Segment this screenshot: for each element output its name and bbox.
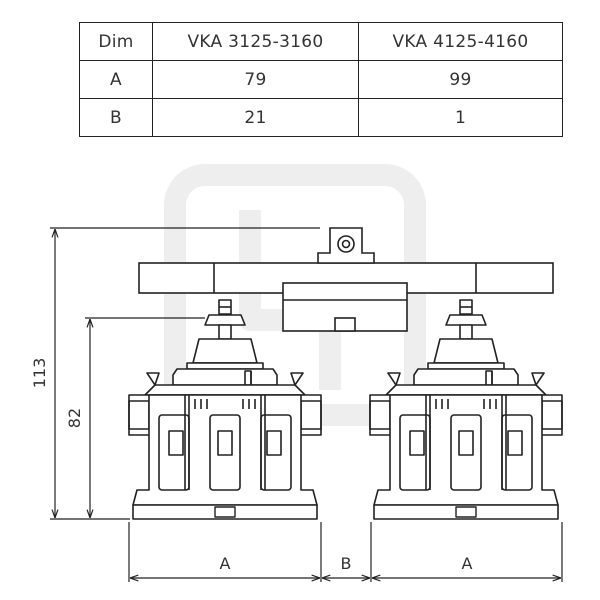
dimension-label-113: 113 bbox=[30, 358, 49, 389]
table-cell: 21 bbox=[152, 98, 359, 137]
switch-unit-right bbox=[369, 299, 563, 520]
table-header-cell: Dim bbox=[79, 22, 153, 61]
table-row: B 21 1 bbox=[79, 98, 563, 137]
table-header-cell: VKA 3125-3160 bbox=[152, 22, 359, 61]
table-row: A 79 99 bbox=[79, 60, 563, 99]
table-cell: 1 bbox=[358, 98, 563, 137]
mounting-plate bbox=[138, 262, 554, 332]
table-cell: B bbox=[79, 98, 153, 137]
dimension-label-82: 82 bbox=[65, 408, 84, 428]
shaft-knob bbox=[317, 227, 375, 264]
table-cell: A bbox=[79, 60, 153, 99]
switch-unit-left bbox=[128, 299, 322, 520]
table-cell: 79 bbox=[152, 60, 359, 99]
table-header-row: Dim VKA 3125-3160 VKA 4125-4160 bbox=[79, 22, 563, 61]
dimension-label-a-left: A bbox=[220, 554, 231, 573]
dimension-table: Dim VKA 3125-3160 VKA 4125-4160 A 79 99 … bbox=[79, 22, 563, 137]
dimension-label-a-right: A bbox=[462, 554, 473, 573]
dimension-label-b: B bbox=[341, 554, 352, 573]
table-cell: 99 bbox=[358, 60, 563, 99]
